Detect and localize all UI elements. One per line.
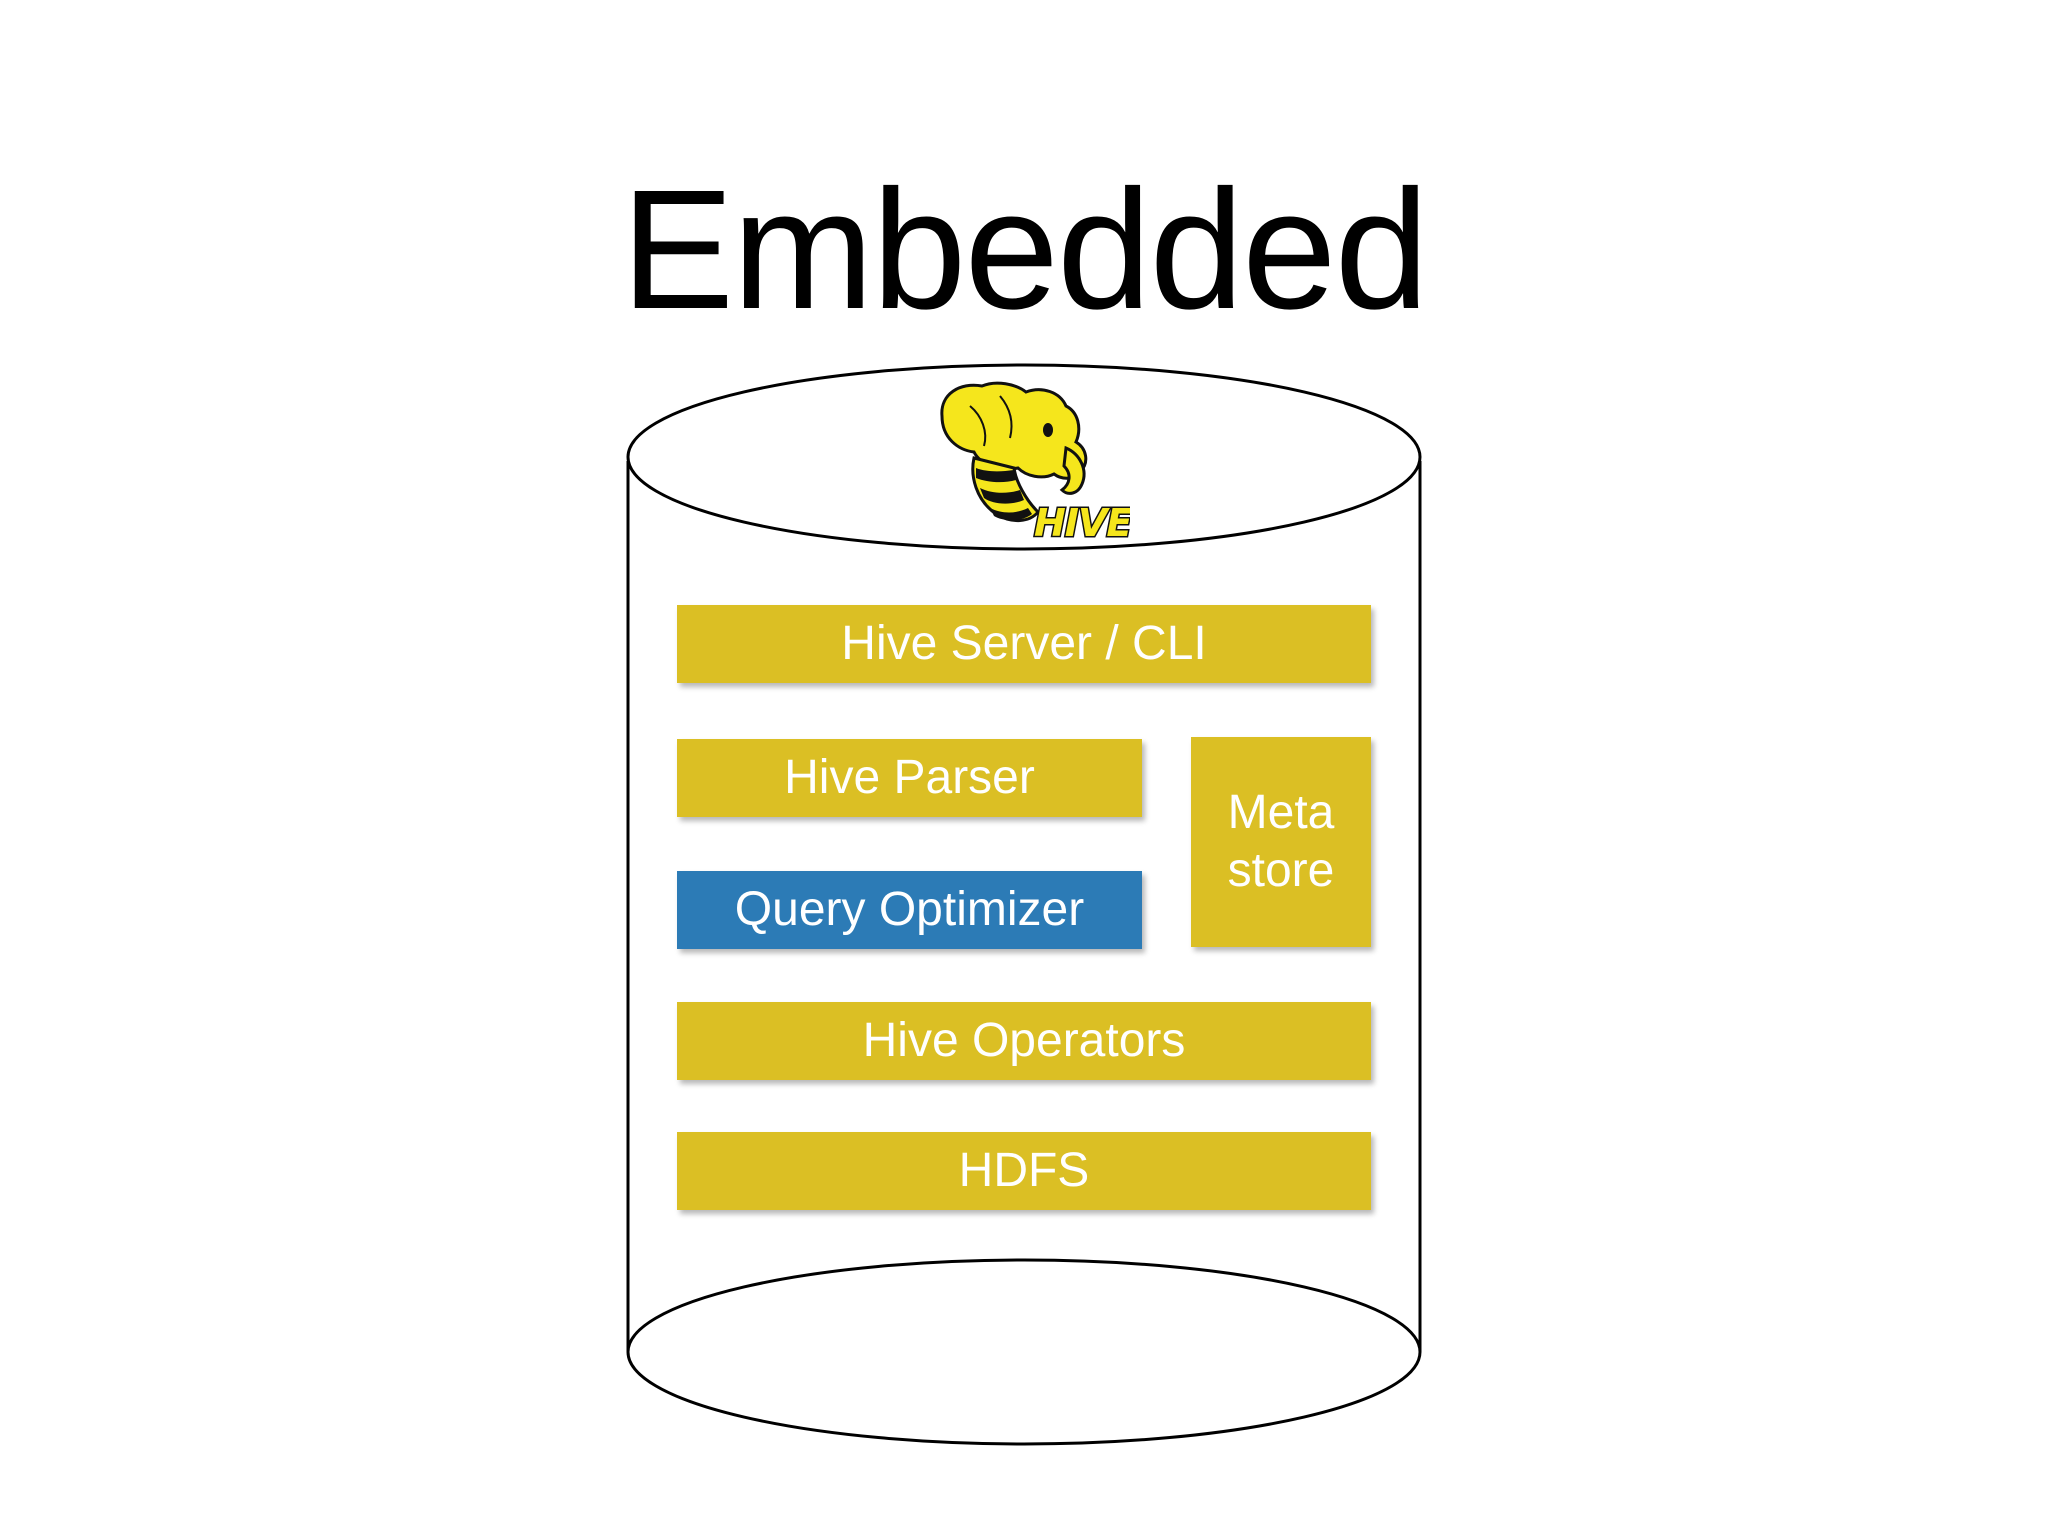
hdfs-label: HDFS xyxy=(958,1144,1090,1197)
svg-text:HIVE: HIVE xyxy=(1034,501,1130,545)
hive-parser-block: Hive Parser xyxy=(677,739,1142,817)
hive-server-cli-label: Hive Server / CLI xyxy=(841,617,1207,670)
query-optimizer-block: Query Optimizer xyxy=(677,871,1142,949)
slide-title: Embedded xyxy=(620,155,1429,345)
hive-parser-label: Hive Parser xyxy=(784,751,1035,804)
metastore-label-line1: Meta xyxy=(1227,786,1335,839)
hive-logo-icon: HIVE xyxy=(940,381,1130,546)
hive-operators-label: Hive Operators xyxy=(862,1014,1186,1067)
hive-operators-block: Hive Operators xyxy=(677,1002,1371,1080)
hive-server-cli-block: Hive Server / CLI xyxy=(677,605,1371,683)
hdfs-block: HDFS xyxy=(677,1132,1371,1210)
metastore-label-line2: store xyxy=(1227,844,1335,897)
metastore-block: Meta store xyxy=(1191,737,1371,947)
cylinder-bottom-ellipse xyxy=(626,1258,1422,1446)
query-optimizer-label: Query Optimizer xyxy=(734,883,1085,936)
